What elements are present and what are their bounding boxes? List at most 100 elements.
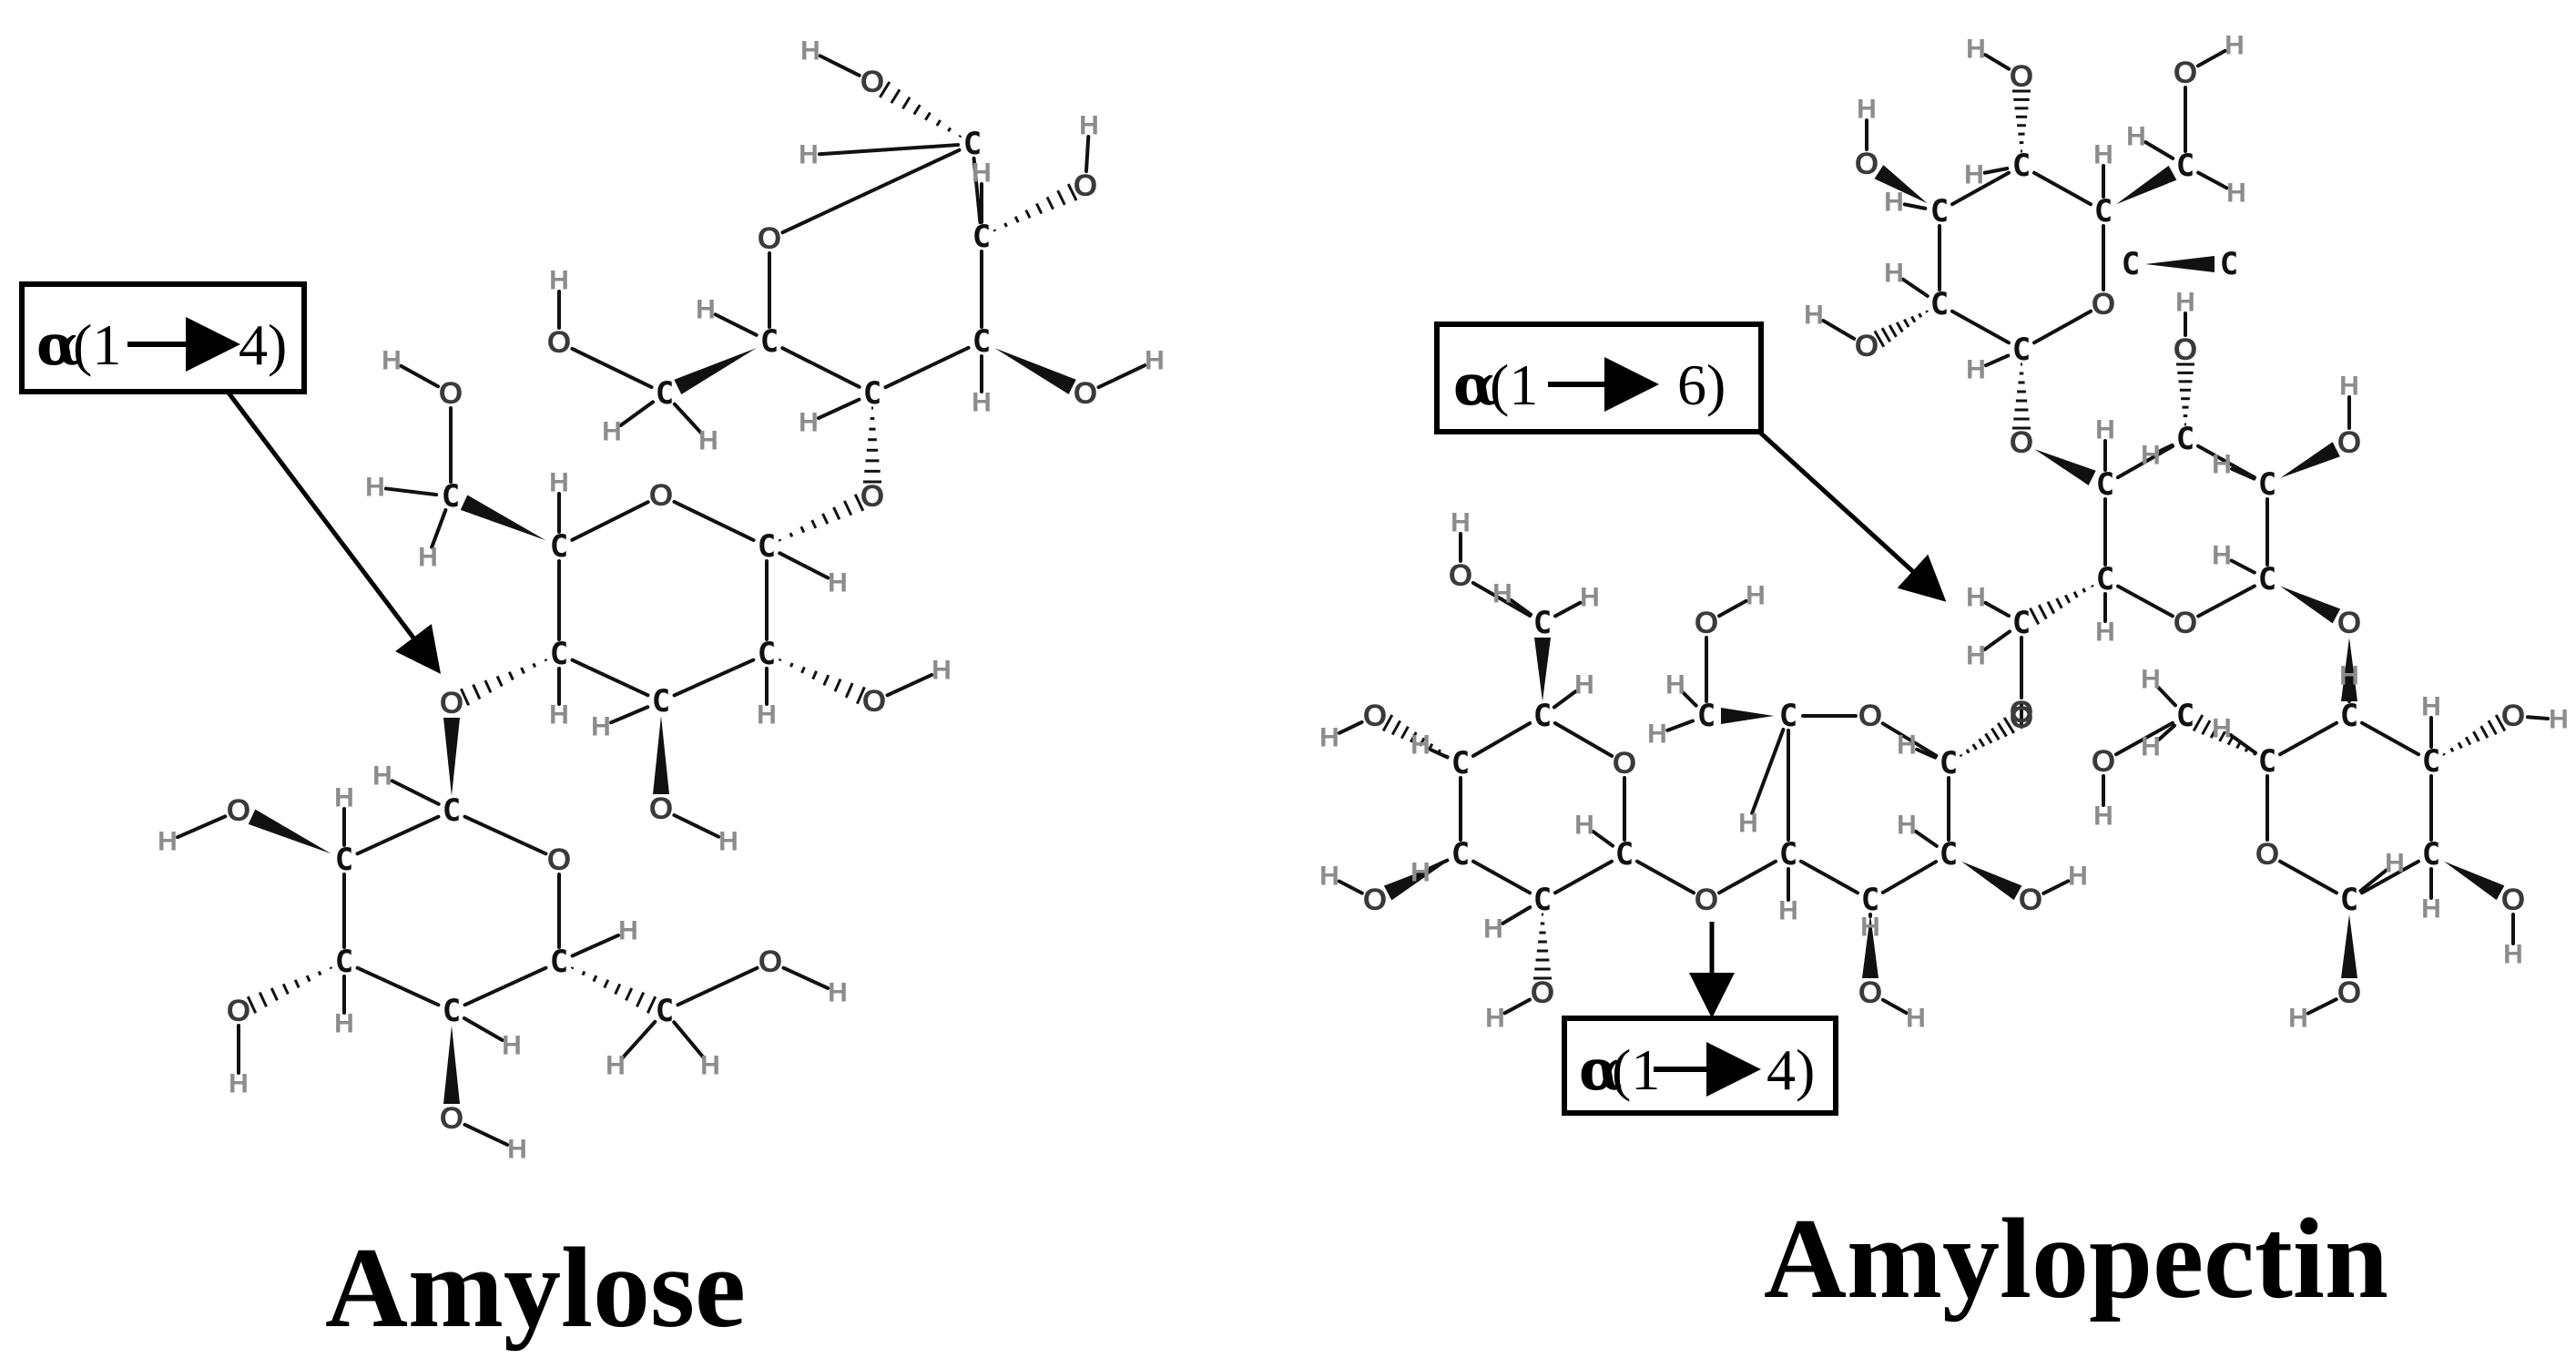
single-bond — [1950, 309, 2011, 345]
wedge-bond — [1721, 708, 1774, 724]
carbon-atom: C — [1779, 698, 1797, 734]
label-close: 6) — [1677, 352, 1726, 417]
single-bond — [1096, 363, 1147, 390]
oxygen-atom: O — [547, 842, 571, 877]
carbon-atom: C — [1533, 698, 1552, 734]
hashed-bond — [2442, 714, 2507, 756]
oxygen-atom: O — [1531, 975, 1554, 1010]
hashed-bond — [1873, 310, 1929, 348]
single-bond — [570, 933, 621, 958]
single-bond — [463, 965, 548, 1007]
single-bond — [2143, 140, 2175, 160]
single-bond — [1509, 598, 1533, 617]
hydrogen-atom: H — [1451, 508, 1471, 538]
oxygen-atom: O — [1855, 329, 1879, 363]
oxygen-atom: O — [860, 65, 884, 99]
hydrogen-atom: H — [1483, 914, 1503, 944]
single-bond — [1880, 997, 1909, 1016]
hashed-bond — [863, 406, 881, 484]
single-bond — [1716, 859, 1778, 895]
single-bond — [430, 507, 448, 549]
single-bond — [2359, 859, 2421, 895]
single-bond — [885, 673, 934, 698]
hydrogen-atom: H — [2225, 31, 2245, 61]
carbon-atom: C — [2220, 246, 2238, 282]
single-bond — [781, 965, 830, 990]
wedge-bond — [2341, 914, 2357, 978]
single-bond — [570, 346, 654, 390]
single-bond — [399, 363, 441, 389]
carbon-atom: C — [758, 528, 776, 565]
wedge-bond — [1534, 638, 1551, 701]
single-bond — [2229, 466, 2256, 481]
hydrogen-atom: H — [2093, 140, 2113, 170]
hydrogen-atom: H — [1079, 111, 1099, 141]
carbon-atom: C — [1451, 836, 1470, 873]
hydrogen-atom: H — [1857, 95, 1877, 125]
hydrogen-atom: H — [549, 266, 569, 296]
alpha-symbol: α — [1579, 1036, 1623, 1103]
hydrogen-atom: H — [1746, 581, 1766, 611]
carbon-atom: C — [2422, 743, 2440, 780]
oxygen-atom: O — [2010, 59, 2033, 94]
single-bond — [2115, 444, 2175, 480]
oxygen-atom: O — [2501, 883, 2525, 917]
hydrogen-atom: H — [800, 36, 820, 66]
single-bond — [2358, 868, 2388, 893]
single-bond — [2277, 859, 2339, 895]
carbon-atom: C — [2176, 148, 2194, 184]
hydrogen-atom: H — [2068, 862, 2088, 892]
oxygen-atom: O — [547, 325, 571, 360]
oxygen-atom: O — [1695, 606, 1718, 640]
hydrogen-atom: H — [1966, 355, 1986, 385]
single-bond — [672, 402, 703, 435]
single-bond — [2525, 715, 2551, 721]
single-bond — [618, 400, 656, 427]
hydrogen-atom: H — [2385, 849, 2405, 879]
oxygen-atom: O — [2174, 606, 2197, 640]
single-bond — [672, 812, 721, 839]
carbon-atom: C — [1861, 882, 1879, 918]
oxygen-atom: O — [1363, 699, 1387, 733]
hydrogen-atom: H — [334, 783, 354, 813]
hydrogen-atom: H — [972, 158, 992, 189]
hydrogen-atom: H — [2126, 122, 2146, 152]
carbon-atom: C — [656, 375, 674, 412]
carbon-atom: C — [1930, 286, 1949, 322]
single-bond — [570, 500, 650, 542]
label-open: (1 — [1490, 352, 1538, 417]
single-bond — [780, 148, 962, 235]
single-bond — [1337, 879, 1364, 895]
oxygen-atom: O — [2337, 606, 2361, 640]
hashed-bond — [570, 966, 657, 1014]
wedge-bond — [2280, 586, 2341, 624]
wedge-bond — [1960, 861, 2022, 901]
hydrogen-atom: H — [1966, 641, 1986, 671]
hydrogen-atom: H — [158, 827, 178, 857]
oxygen-atom: O — [862, 684, 886, 719]
single-bond — [1915, 747, 1938, 760]
hydrogen-atom: H — [2095, 618, 2115, 648]
hydrogen-atom: H — [1574, 670, 1594, 700]
single-bond — [462, 1016, 504, 1043]
amylose-title: Amylose — [325, 1225, 746, 1352]
amylopectin-alpha-1-6-label: α (1 6) — [1434, 322, 1764, 434]
carbon-atom: C — [550, 528, 568, 565]
hydrogen-atom: H — [1319, 862, 1339, 892]
single-bond — [176, 814, 228, 840]
hydrogen-atom: H — [334, 1009, 354, 1039]
wedge-bond — [653, 716, 669, 794]
single-bond — [1950, 170, 2011, 207]
hydrogen-atom: H — [2549, 705, 2569, 735]
oxygen-atom: O — [440, 686, 463, 720]
amylopectin-title: Amylopectin — [1764, 1196, 2388, 1322]
hydrogen-atom: H — [549, 700, 569, 730]
single-bond — [1337, 720, 1364, 735]
hydrogen-atom: H — [2212, 541, 2232, 571]
hydrogen-atom: H — [618, 916, 638, 946]
carbon-atom: C — [760, 323, 779, 360]
carbon-atom: C — [335, 944, 353, 980]
